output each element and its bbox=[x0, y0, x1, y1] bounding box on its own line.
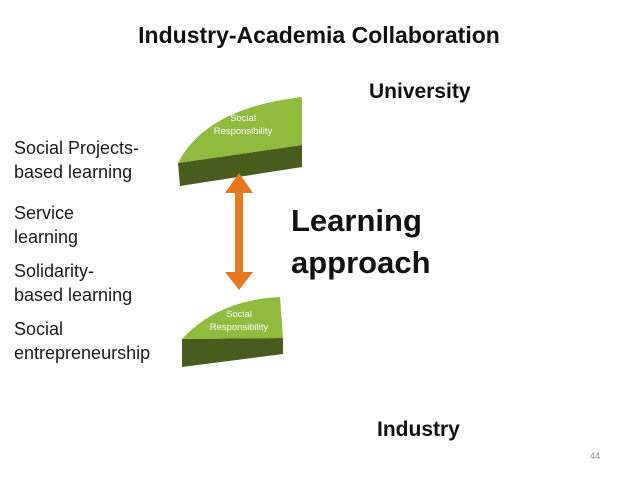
slide-title: Industry-Academia Collaboration bbox=[138, 22, 500, 48]
top-segment-side bbox=[178, 145, 302, 186]
bottom-segment-face bbox=[182, 297, 283, 339]
industry-label: Industry bbox=[377, 418, 460, 441]
side-item-social-entrepreneurship: Social entrepreneurship bbox=[14, 317, 150, 365]
top-segment-label-line2: Responsibility bbox=[213, 126, 273, 137]
bottom-segment-label-line1: Social bbox=[226, 309, 252, 320]
side-item-line2: learning bbox=[14, 227, 79, 247]
top-segment-label: Social Responsibility bbox=[200, 112, 286, 138]
double-arrow bbox=[225, 173, 253, 290]
side-item-social-projects: Social Projects- based learning bbox=[14, 136, 139, 184]
bottom-segment-label-line2: Responsibility bbox=[209, 322, 269, 333]
side-item-line1: Social Projects- bbox=[14, 138, 140, 158]
page-number: 44 bbox=[590, 451, 601, 461]
side-item-line2: entrepreneurship bbox=[14, 343, 151, 363]
learning-approach-line2: approach bbox=[291, 245, 431, 280]
side-item-solidarity: Solidarity- based learning bbox=[14, 259, 132, 307]
side-item-line1: Solidarity- bbox=[14, 261, 95, 281]
university-label: University bbox=[369, 80, 471, 103]
learning-approach-label: Learning approach bbox=[291, 200, 431, 284]
bottom-segment-label: Social Responsibility bbox=[196, 308, 282, 334]
side-item-line1: Social bbox=[14, 319, 64, 339]
side-item-line2: based learning bbox=[14, 162, 133, 182]
top-segment-label-line1: Social bbox=[230, 113, 256, 124]
top-segment-face bbox=[178, 97, 302, 163]
side-item-service-learning: Service learning bbox=[14, 201, 78, 249]
bottom-segment-side bbox=[182, 338, 283, 367]
side-item-line1: Service bbox=[14, 203, 75, 223]
side-item-line2: based learning bbox=[14, 285, 133, 305]
learning-approach-line1: Learning bbox=[291, 203, 422, 238]
